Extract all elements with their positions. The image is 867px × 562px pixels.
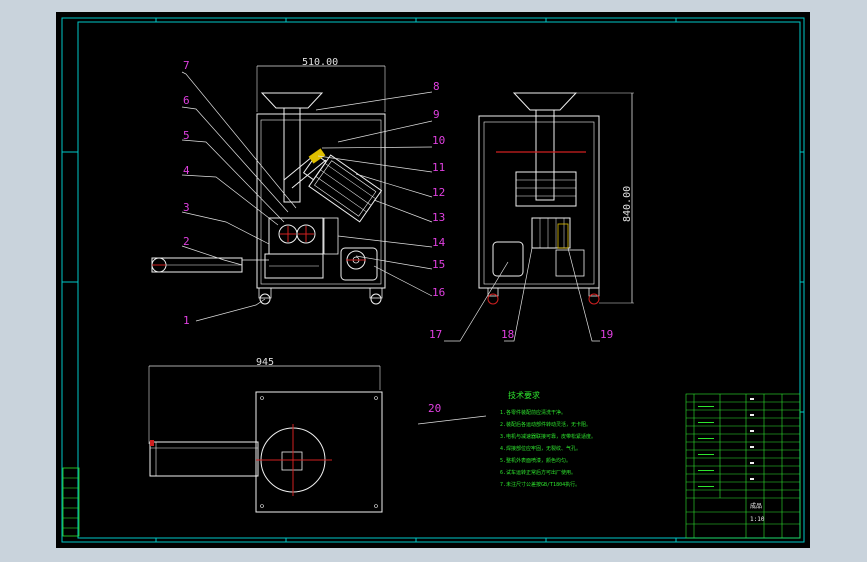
note-line-1: 1.各零件装配前应清洗干净。 — [500, 409, 566, 416]
part-label-4: 4 — [183, 164, 190, 177]
dimension-width-front: 510.00 — [302, 57, 338, 68]
part-label-3: 3 — [183, 201, 190, 214]
part-label-2: 2 — [183, 235, 190, 248]
note-line-4: 4.焊接部位应牢固，无裂纹、气孔。 — [500, 445, 581, 452]
note-line-2: 2.装配后各运动部件转动灵活，无卡阻。 — [500, 421, 591, 428]
part-label-20: 20 — [428, 402, 441, 415]
title-block-scale: 1:10 — [750, 516, 765, 523]
note-line-7: 7.未注尺寸公差按GB/T1804执行。 — [500, 481, 580, 488]
part-label-12: 12 — [432, 186, 445, 199]
notes-title: 技术要求 — [508, 390, 540, 400]
technical-notes: 技术要求 1.各零件装配前应清洗干净。 2.装配后各运动部件转动灵活，无卡阻。 … — [500, 390, 596, 488]
drawing-sheet: 510.00 — [56, 12, 810, 548]
part-label-18: 18 — [501, 328, 514, 341]
note-line-3: 3.电机与减速器联接可靠，皮带松紧适度。 — [500, 433, 596, 440]
part-label-16: 16 — [432, 286, 445, 299]
part-label-5: 5 — [183, 129, 190, 142]
part-labels: 1 2 3 4 5 6 7 8 9 10 11 12 13 14 15 16 1… — [183, 59, 613, 415]
engineering-drawing: 510.00 — [61, 17, 805, 543]
title-block-name: 成品 — [750, 502, 762, 510]
side-leaders — [417, 247, 600, 425]
part-label-9: 9 — [433, 108, 440, 121]
front-view: 510.00 — [151, 57, 386, 305]
side-stamp — [62, 467, 80, 537]
zone-ticks — [62, 18, 804, 542]
front-leaders — [181, 71, 433, 322]
part-label-6: 6 — [183, 94, 190, 107]
part-label-15: 15 — [432, 258, 445, 271]
dimension-height-side: 840.00 — [622, 186, 633, 222]
part-label-1: 1 — [183, 314, 190, 327]
note-line-6: 6.试车运转正常后方可出厂使用。 — [500, 469, 576, 476]
part-label-13: 13 — [432, 211, 445, 224]
top-view: 945 — [148, 357, 383, 513]
outer-frame — [61, 17, 805, 543]
part-label-10: 10 — [432, 134, 445, 147]
inner-frame — [77, 21, 801, 539]
side-view: 840.00 — [478, 92, 634, 305]
part-label-17: 17 — [429, 328, 442, 341]
part-label-19: 19 — [600, 328, 613, 341]
note-line-5: 5.整机外表面喷漆，颜色均匀。 — [500, 457, 571, 464]
title-block-marks — [698, 398, 754, 487]
part-label-8: 8 — [433, 80, 440, 93]
part-label-11: 11 — [432, 161, 445, 174]
part-label-14: 14 — [432, 236, 446, 249]
title-block — [685, 393, 801, 539]
part-label-7: 7 — [183, 59, 190, 72]
dimension-length-top: 945 — [256, 357, 274, 368]
